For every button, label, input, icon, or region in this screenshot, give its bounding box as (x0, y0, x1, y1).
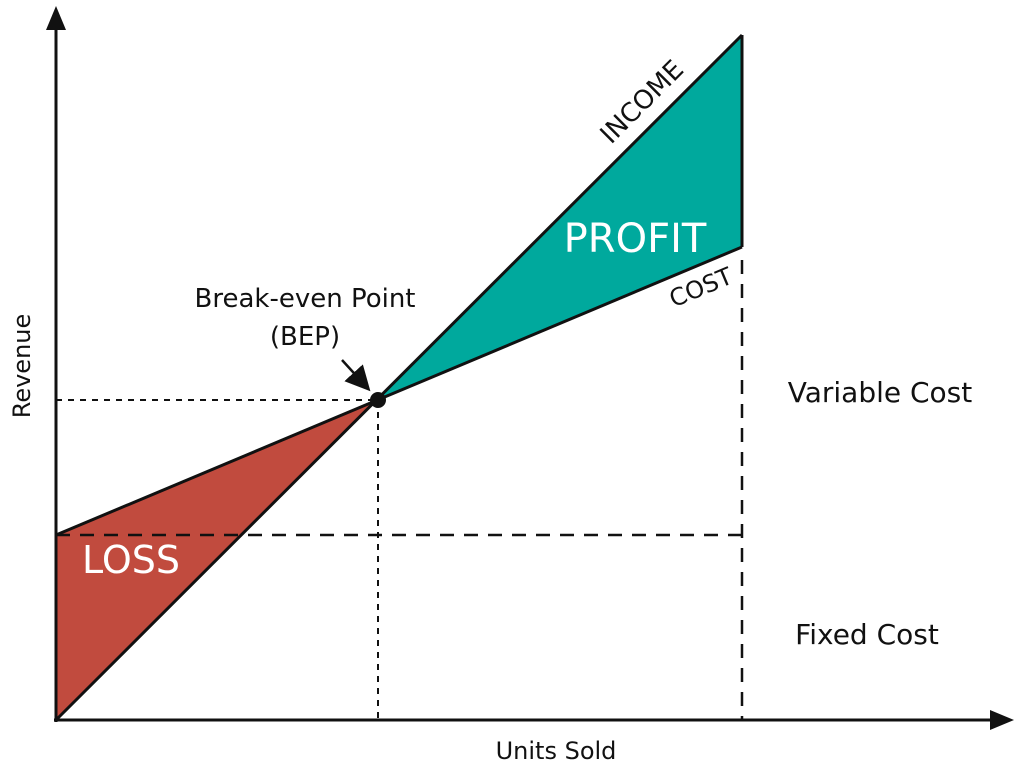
y-axis-arrow (46, 6, 66, 30)
income-line (54, 33, 744, 722)
loss-label: LOSS (82, 538, 180, 582)
bep-label-line1: Break-even Point (195, 284, 416, 314)
bep-pointer-arrow (341, 359, 371, 392)
fixed-cost-label: Fixed Cost (795, 618, 939, 651)
variable-cost-label: Variable Cost (788, 376, 973, 409)
profit-label: PROFIT (564, 216, 707, 262)
bep-point (370, 392, 386, 408)
y-axis-label: Revenue (8, 314, 36, 419)
bep-label-line2: (BEP) (270, 322, 340, 352)
x-axis-arrow (990, 710, 1014, 730)
x-axis-label: Units Sold (496, 737, 617, 765)
cost-line (55, 245, 743, 537)
